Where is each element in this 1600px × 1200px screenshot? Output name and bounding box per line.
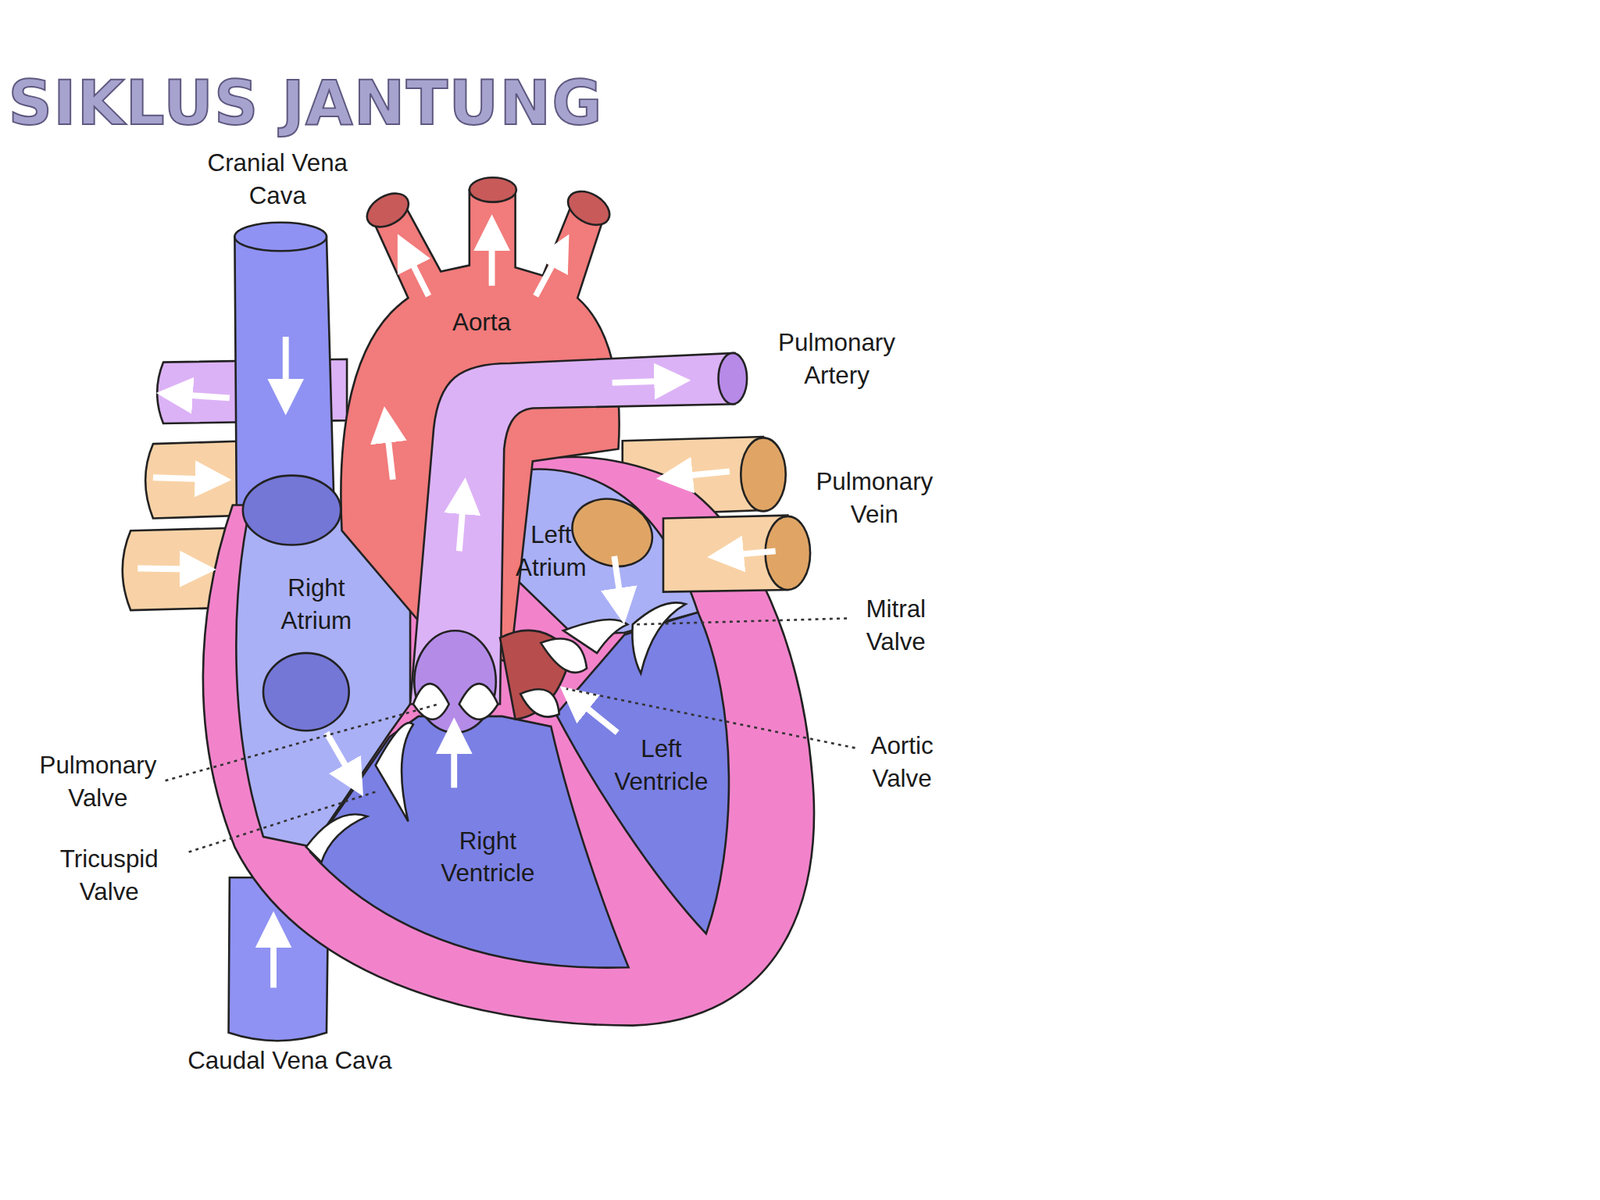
vena-cava-opening xyxy=(242,475,341,546)
part-label: Aorta xyxy=(420,306,543,340)
aorta-branch-end xyxy=(469,177,517,202)
part-label: Left Ventricle xyxy=(600,732,723,799)
pulmonary-end xyxy=(718,353,748,404)
pulmonary-vein xyxy=(663,515,788,593)
part-label: Pulmonary Valve xyxy=(21,749,175,815)
tricuspid-valve xyxy=(375,722,414,822)
aorta-branch-end xyxy=(562,184,616,232)
vena-cava-opening xyxy=(263,653,350,731)
valve-leaf xyxy=(413,683,450,720)
flow-arrows xyxy=(137,226,775,988)
tricuspid-valve xyxy=(306,814,368,862)
part-label: Pulmonary Vein xyxy=(797,465,951,532)
part-label: Left Atrium xyxy=(500,518,603,585)
part-label: Aortic Valve xyxy=(850,729,954,796)
vena-cava-top xyxy=(234,222,327,252)
part-label: Cranial Vena Cava xyxy=(180,146,375,213)
valve-leaf xyxy=(520,689,560,717)
mitral-valve xyxy=(632,602,686,674)
part-label: Pulmonary Artery xyxy=(760,326,914,393)
mitral-valve xyxy=(563,619,628,654)
slide-title: SIKLUS JANTUNG xyxy=(7,67,604,139)
aorta-branch-end xyxy=(360,186,415,234)
part-label: Mitral Valve xyxy=(844,592,947,659)
valve-leaf xyxy=(459,683,499,720)
valve-leaf xyxy=(540,639,587,673)
part-label: Tricuspid Valve xyxy=(42,842,176,909)
part-label: Right Atrium xyxy=(260,571,373,637)
leader-lines xyxy=(165,618,856,853)
vein-end xyxy=(740,437,786,511)
part-label: Caudal Vena Cava xyxy=(146,1043,433,1077)
part-label: Right Ventricle xyxy=(421,824,554,890)
